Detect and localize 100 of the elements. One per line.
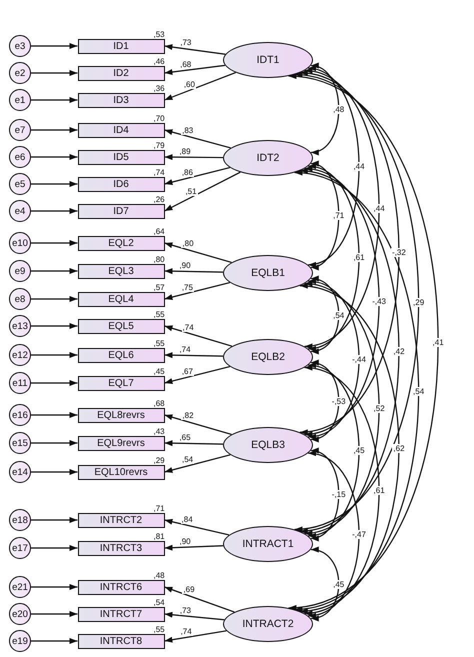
error-circle: e17 bbox=[9, 537, 31, 559]
indicator-box: ID1 bbox=[78, 38, 164, 54]
indicator-box: EQL8revrs bbox=[78, 408, 164, 422]
latent-ellipse: EQLB1 bbox=[223, 255, 313, 291]
value-label: ,80 bbox=[152, 254, 166, 264]
arrow bbox=[164, 268, 224, 274]
edge-label: ,83 bbox=[181, 126, 194, 135]
value-label: ,46 bbox=[152, 56, 166, 66]
double-headed-arc bbox=[310, 276, 340, 354]
arrow bbox=[31, 127, 78, 133]
double-headed-arc bbox=[308, 452, 360, 618]
error-circle: e13 bbox=[9, 315, 31, 337]
double-headed-arc bbox=[300, 284, 400, 613]
arrow bbox=[164, 72, 236, 101]
arrow bbox=[164, 167, 230, 185]
value-label: ,26 bbox=[152, 194, 166, 204]
value-label: ,48 bbox=[152, 570, 166, 580]
indicator-box: EQL4 bbox=[78, 292, 164, 306]
arrow bbox=[164, 518, 230, 536]
arrow bbox=[164, 44, 226, 55]
double-headed-arc bbox=[288, 74, 438, 610]
error-circle: e14 bbox=[9, 461, 31, 483]
value-label: ,70 bbox=[152, 114, 166, 122]
value-label: ,79 bbox=[152, 140, 166, 150]
arrow bbox=[164, 454, 230, 473]
double-headed-arc bbox=[304, 366, 380, 615]
indicator-box: INTRCT7 bbox=[78, 606, 164, 622]
edge-label: ,90 bbox=[178, 260, 192, 270]
error-circle: e18 bbox=[9, 509, 31, 531]
edge-label: ,60 bbox=[182, 80, 196, 89]
edge-label: ,68 bbox=[179, 60, 192, 69]
arrow bbox=[164, 612, 224, 620]
arrow bbox=[31, 296, 78, 302]
arrow bbox=[164, 64, 226, 75]
edge-label: -,15 bbox=[330, 490, 347, 499]
double-headed-arc bbox=[308, 165, 360, 350]
arrow bbox=[31, 611, 78, 617]
arrow bbox=[31, 240, 78, 246]
double-headed-arc bbox=[300, 170, 400, 532]
error-circle: e1 bbox=[9, 89, 31, 111]
double-headed-arc bbox=[308, 67, 360, 266]
arrow bbox=[164, 352, 224, 358]
indicator-box: INTRCT2 bbox=[78, 512, 164, 528]
error-circle: e15 bbox=[9, 432, 31, 454]
edge-label: ,65 bbox=[178, 432, 192, 442]
error-circle: e8 bbox=[9, 288, 31, 310]
arrow bbox=[31, 412, 78, 418]
arrow bbox=[31, 268, 78, 274]
edge-label: ,52 bbox=[372, 404, 386, 413]
indicator-box: INTRCT6 bbox=[78, 580, 164, 594]
edge-label: ,90 bbox=[178, 536, 192, 546]
error-circle: e19 bbox=[9, 630, 31, 652]
edge-label: ,29 bbox=[412, 298, 426, 306]
value-label: ,55 bbox=[152, 624, 166, 634]
arrow bbox=[164, 366, 230, 384]
arrow bbox=[31, 352, 78, 358]
edge-label: ,80 bbox=[181, 239, 195, 248]
indicator-box: EQL3 bbox=[78, 264, 164, 278]
arrow bbox=[31, 70, 78, 76]
arrow bbox=[31, 43, 78, 49]
edge-label: ,54 bbox=[180, 455, 194, 464]
indicator-box: EQL9revrs bbox=[78, 436, 164, 450]
edge-label: ,74 bbox=[180, 626, 193, 636]
double-headed-arc bbox=[304, 282, 380, 535]
value-label: ,64 bbox=[152, 226, 166, 236]
arrow bbox=[31, 181, 78, 187]
error-circle: e2 bbox=[9, 62, 31, 84]
edge-label: ,45 bbox=[352, 446, 366, 455]
edge-label: ,54 bbox=[412, 386, 426, 396]
arrow bbox=[164, 129, 231, 148]
edge-label: ,71 bbox=[332, 211, 346, 220]
latent-ellipse: IDT2 bbox=[223, 140, 313, 176]
value-label: ,53 bbox=[152, 30, 166, 38]
error-circle: e16 bbox=[9, 404, 31, 426]
double-headed-arc bbox=[310, 548, 340, 620]
value-label: ,71 bbox=[152, 504, 166, 512]
edge-label: ,45 bbox=[332, 580, 346, 588]
latent-ellipse: INTRACT2 bbox=[223, 606, 313, 642]
edge-label: ,61 bbox=[372, 486, 386, 495]
double-headed-arc bbox=[310, 449, 340, 540]
latent-ellipse: INTRACT1 bbox=[223, 526, 313, 562]
arrow bbox=[31, 469, 78, 475]
indicator-box: ID7 bbox=[78, 204, 164, 218]
indicator-box: ID5 bbox=[78, 150, 164, 164]
edge-label: ,61 bbox=[352, 253, 366, 262]
edge-label: ,51 bbox=[184, 186, 198, 196]
edge-label: ,62 bbox=[392, 444, 406, 453]
indicator-box: ID3 bbox=[78, 92, 164, 108]
indicator-box: EQL5 bbox=[78, 318, 164, 334]
double-headed-arc bbox=[300, 72, 400, 434]
error-circle: e10 bbox=[9, 232, 31, 254]
error-circle: e11 bbox=[9, 372, 31, 394]
edge-label: ,44 bbox=[372, 204, 386, 213]
indicator-box: ID6 bbox=[78, 176, 164, 192]
double-headed-arc bbox=[304, 167, 380, 436]
edge-label: -,53 bbox=[330, 396, 347, 406]
value-label: ,36 bbox=[152, 84, 166, 92]
value-label: ,81 bbox=[152, 532, 166, 540]
arrow bbox=[31, 517, 78, 523]
edge-label: ,73 bbox=[178, 606, 192, 615]
